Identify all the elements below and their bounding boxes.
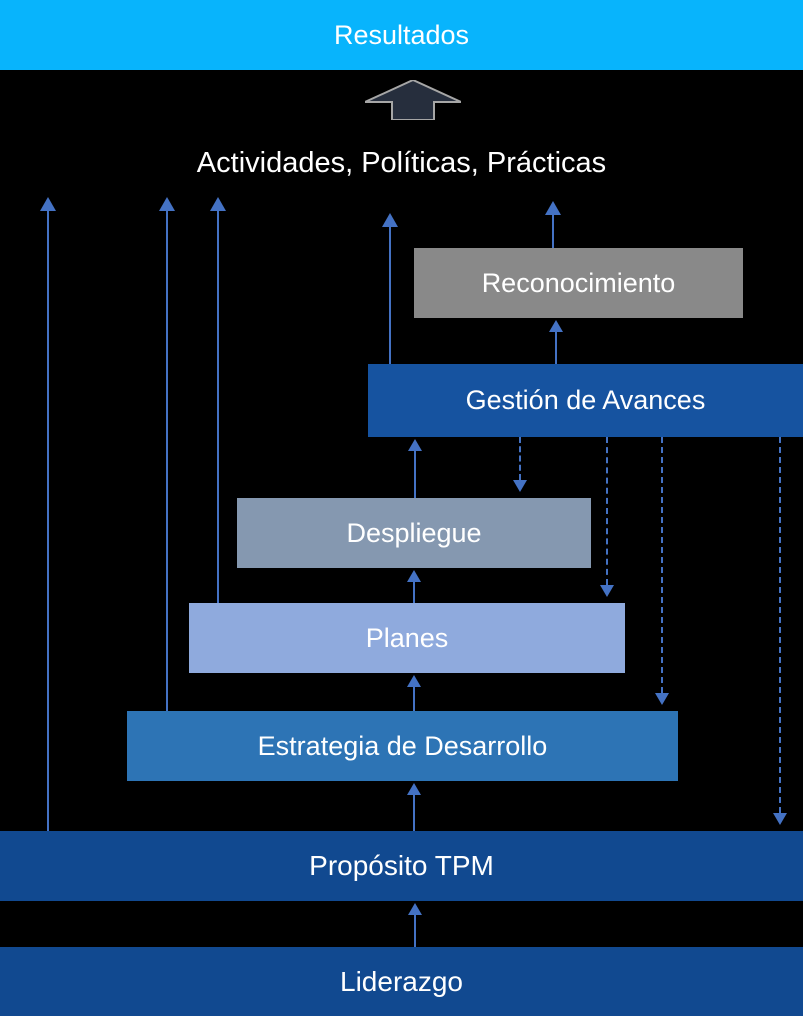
arrowhead-despliegue-to-gestion xyxy=(408,439,422,451)
box-gestion-de-avances: Gestión de Avances xyxy=(368,364,803,437)
long-up-arrowhead-5 xyxy=(545,201,561,215)
box-reconocimiento-label: Reconocimiento xyxy=(481,267,676,298)
box-planes: Planes xyxy=(189,603,625,673)
box-planes-label: Planes xyxy=(365,622,449,653)
arrowhead-proposito-to-estrategia xyxy=(407,783,421,795)
banner-proposito-tpm: Propósito TPM xyxy=(0,831,803,901)
dashed-arrow-to-proposito xyxy=(779,437,781,813)
dashed-arrowhead-to-estrategia xyxy=(655,693,669,705)
long-up-arrow-line-2 xyxy=(166,211,168,711)
long-up-arrow-line-4 xyxy=(389,227,391,364)
results-banner: Resultados xyxy=(0,0,803,70)
long-up-arrow-line-1 xyxy=(47,211,49,831)
dashed-arrowhead-to-proposito xyxy=(773,813,787,825)
dashed-arrow-to-estrategia xyxy=(661,437,663,693)
box-estrategia-de-desarrollo-label: Estrategia de Desarrollo xyxy=(257,730,548,761)
long-up-arrowhead-2 xyxy=(159,197,175,211)
arrow-despliegue-to-gestion xyxy=(414,451,416,498)
long-up-arrowhead-4 xyxy=(382,213,398,227)
dashed-arrow-to-despliegue xyxy=(519,437,521,480)
box-estrategia-de-desarrollo: Estrategia de Desarrollo xyxy=(127,711,678,781)
up-block-arrow-icon xyxy=(365,80,461,120)
dashed-arrow-to-planes xyxy=(606,437,608,585)
arrow-planes-to-despliegue xyxy=(413,582,415,603)
banner-proposito-tpm-label: Propósito TPM xyxy=(309,850,494,881)
arrow-liderazgo-to-proposito xyxy=(414,915,416,947)
subtitle-text: Actividades, Políticas, Prácticas xyxy=(196,146,607,179)
arrow-gestion-to-reconocimiento xyxy=(555,332,557,364)
long-up-arrow-line-5 xyxy=(552,215,554,248)
long-up-arrowhead-1 xyxy=(40,197,56,211)
arrow-estrategia-to-planes xyxy=(413,687,415,711)
dashed-arrowhead-to-planes xyxy=(600,585,614,597)
arrowhead-estrategia-to-planes xyxy=(407,675,421,687)
box-reconocimiento: Reconocimiento xyxy=(414,248,743,318)
box-gestion-de-avances-label: Gestión de Avances xyxy=(465,385,706,415)
arrowhead-liderazgo-to-proposito xyxy=(408,903,422,915)
arrow-proposito-to-estrategia xyxy=(413,795,415,831)
arrowhead-gestion-to-reconocimiento xyxy=(549,320,563,332)
dashed-arrowhead-to-despliegue xyxy=(513,480,527,492)
long-up-arrowhead-3 xyxy=(210,197,226,211)
banner-liderazgo-label: Liderazgo xyxy=(340,965,463,997)
results-banner-label: Resultados xyxy=(333,19,470,50)
box-despliegue: Despliegue xyxy=(237,498,591,568)
long-up-arrow-line-3 xyxy=(217,211,219,603)
arrowhead-planes-to-despliegue xyxy=(407,570,421,582)
box-despliegue-label: Despliegue xyxy=(346,517,482,548)
banner-liderazgo: Liderazgo xyxy=(0,947,803,1016)
